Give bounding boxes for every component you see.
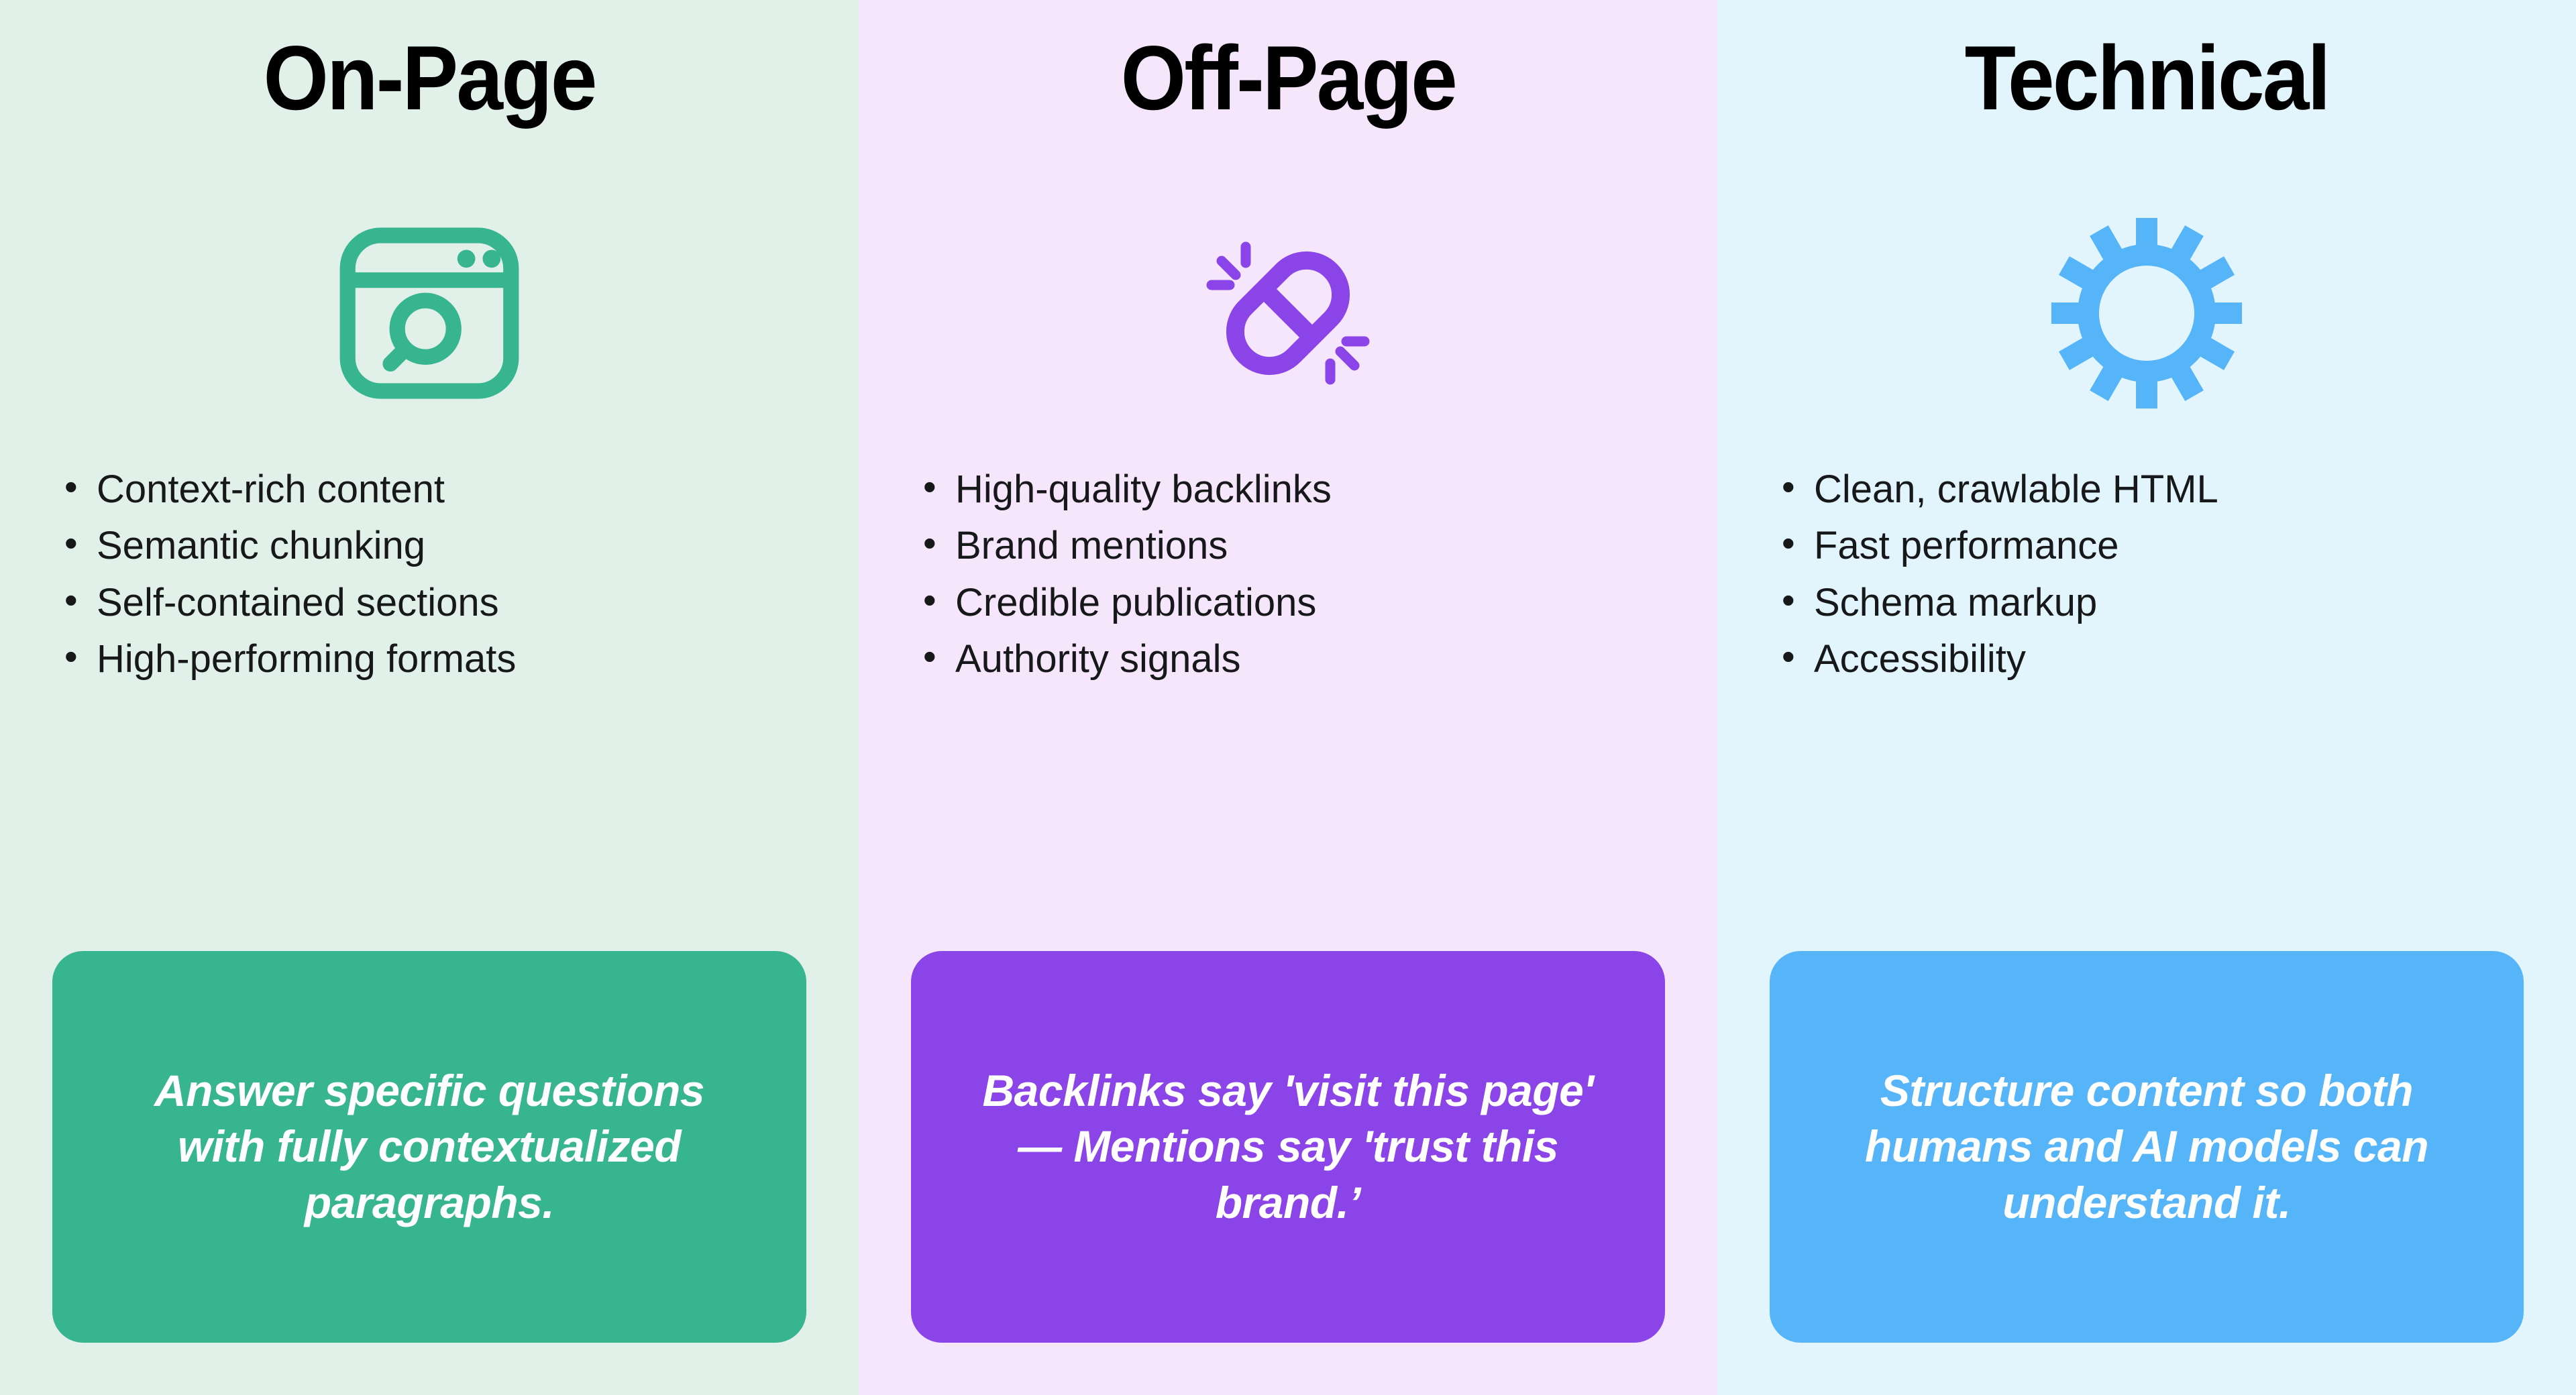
list-item: • High-quality backlinks [923, 465, 1332, 514]
bullet-marker: • [64, 634, 78, 677]
gear-icon [1999, 213, 2294, 414]
bullet-label: Accessibility [1814, 636, 2026, 681]
callout-card-off-page: Backlinks say 'visit this page' — Mentio… [911, 951, 1665, 1343]
bullet-label: Self-contained sections [97, 580, 499, 624]
list-item: • Self-contained sections [64, 578, 499, 628]
list-item: • High-performing formats [64, 634, 516, 684]
bullet-marker: • [923, 634, 936, 677]
bullet-label: Schema markup [1814, 580, 2098, 624]
list-item: • Brand mentions [923, 521, 1228, 571]
column-title-off-page: Off-Page [1120, 27, 1457, 129]
list-item: • Credible publications [923, 578, 1316, 628]
bullet-label: Brand mentions [955, 524, 1228, 568]
callout-card-on-page: Answer specific questions with fully con… [52, 951, 806, 1343]
bullet-list-on-page: • Context-rich content • Semantic chunki… [0, 465, 859, 691]
bullet-marker: • [64, 578, 78, 621]
bullet-marker: • [1782, 465, 1795, 508]
bullet-marker: • [1782, 522, 1795, 565]
bullet-label: High-performing formats [97, 636, 517, 681]
bullet-label: Context-rich content [97, 467, 445, 512]
column-title-on-page: On-Page [263, 27, 597, 129]
bullet-marker: • [923, 465, 936, 508]
bullet-list-technical: • Clean, crawlable HTML • Fast performan… [1717, 465, 2576, 691]
bullet-label: Fast performance [1814, 524, 2119, 568]
bullet-marker: • [923, 578, 936, 621]
callout-text: Backlinks say 'visit this page' — Mentio… [982, 1066, 1594, 1227]
chain-link-icon [1140, 213, 1436, 414]
list-item: • Semantic chunking [64, 521, 425, 571]
bullet-marker: • [1782, 634, 1795, 677]
bullet-label: High-quality backlinks [955, 467, 1332, 512]
list-item: • Context-rich content [64, 465, 445, 514]
column-off-page: Off-Page • High-qualit [859, 0, 1717, 1395]
list-item: • Fast performance [1782, 521, 2119, 571]
bullet-label: Clean, crawlable HTML [1814, 467, 2218, 512]
column-title-technical: Technical [1964, 27, 2330, 129]
list-item: • Schema markup [1782, 578, 2097, 628]
column-technical: Technical [1717, 0, 2576, 1395]
column-on-page: On-Page • Context-rich content • Semanti… [0, 0, 859, 1395]
bullet-label: Semantic chunking [97, 524, 426, 568]
callout-text: Structure content so both humans and AI … [1864, 1066, 2429, 1227]
list-item: • Clean, crawlable HTML [1782, 465, 2218, 514]
list-item: • Accessibility [1782, 634, 2026, 684]
callout-card-technical: Structure content so both humans and AI … [1770, 951, 2524, 1343]
browser-search-icon [282, 213, 577, 414]
bullet-list-off-page: • High-quality backlinks • Brand mention… [859, 465, 1717, 691]
list-item: • Authority signals [923, 634, 1241, 684]
bullet-marker: • [1782, 578, 1795, 621]
bullet-marker: • [923, 522, 936, 565]
bullet-marker: • [64, 465, 78, 508]
bullet-marker: • [64, 522, 78, 565]
bullet-label: Authority signals [955, 636, 1241, 681]
callout-text: Answer specific questions with fully con… [154, 1066, 705, 1227]
bullet-label: Credible publications [955, 580, 1317, 624]
